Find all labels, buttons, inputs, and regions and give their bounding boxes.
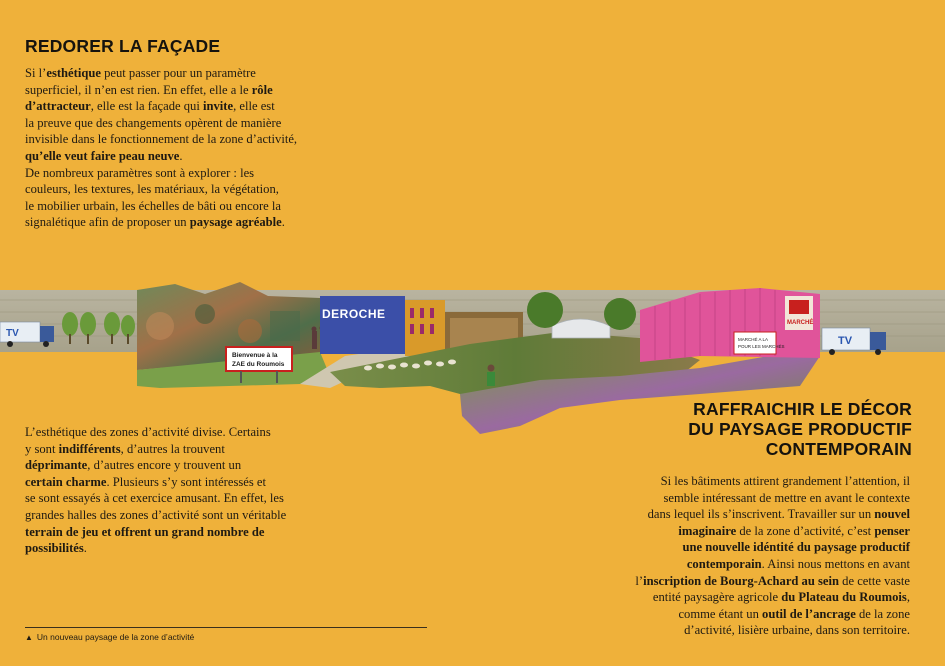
truck-left-logo: TV	[6, 328, 19, 339]
emphasis-text: contemporain	[686, 556, 762, 571]
emphasis-text: imaginaire	[678, 523, 737, 538]
text-line: l’inscription de Bourg-Achard au sein de…	[635, 573, 910, 588]
text-line: contemporain. Ainsi nous mettons en avan…	[686, 556, 910, 571]
text-line: déprimante, d’autres encore y trouvent u…	[25, 458, 242, 473]
pink-market-building: MARCHÉ MARCHÉ A LA POUR LES MARCHÉS	[640, 288, 820, 362]
emphasis-text: déprimante	[25, 458, 88, 473]
sheep-herd	[364, 359, 456, 371]
text-line: terrain de jeu et offrent un grand nombr…	[25, 524, 325, 541]
welcome-sign: Bienvenue à la ZAE du Roumois	[225, 346, 293, 383]
text-line: dans lequel ils s’inscrivent. Travailler…	[647, 507, 910, 522]
truck-left-image: TV	[0, 321, 54, 347]
text-line: certain charme. Plusieurs s’y sont intér…	[25, 474, 266, 489]
text-line: comme étant un outil de l’ancrage de la …	[678, 606, 910, 621]
emphasis-text: paysage agréable	[189, 215, 282, 230]
figure-caption: ▲Un nouveau paysage de la zone d’activit…	[25, 632, 194, 642]
text-line: grandes halles des zones d’activité sont…	[25, 507, 287, 522]
text-line: la preuve que des changements opèrent de…	[25, 115, 282, 130]
emphasis-text: terrain de jeu et offrent un grand nombr…	[25, 524, 265, 539]
trees-left	[62, 312, 135, 344]
text-line: Si les bâtiments attirent grandement l’a…	[660, 474, 910, 488]
text-line: invisible dans le fonctionnement de la z…	[25, 132, 298, 147]
text-line: entité paysagère agricole du Plateau du …	[652, 590, 910, 605]
text-line: superficiel, il n’en est rien. En effet,…	[25, 82, 273, 97]
emphasis-text: certain charme	[25, 474, 107, 489]
text-line: signalétique afin de proposer un paysage…	[25, 215, 285, 230]
emphasis-text: inscription de Bourg-Achard au sein	[643, 573, 840, 588]
text-line: d’attracteur, elle est la façade qui inv…	[25, 99, 275, 114]
market-label: MARCHÉ	[787, 318, 813, 326]
vegetable-garden	[330, 332, 700, 418]
mural-details	[146, 304, 300, 343]
paragraph-raffraichir-decor: Si les bâtiments attirent grandement l’a…	[580, 473, 910, 639]
section-title-redorer-facade: REDORER LA FAÇADE	[25, 36, 221, 56]
text-line: L’esthétique des zones d’activité divise…	[25, 425, 271, 439]
emphasis-text: une nouvelle idéntité du paysage product…	[682, 540, 910, 555]
truck-right-logo: TV	[838, 335, 853, 347]
flower-strip	[460, 354, 820, 434]
emphasis-text: possibilités	[25, 541, 84, 556]
emphasis-text: penser	[874, 523, 910, 538]
welcome-sign-line1: Bienvenue à la	[232, 352, 278, 359]
text-line: imaginaire de la zone d’activité, c’est …	[678, 523, 910, 538]
emphasis-text: nouvel	[874, 507, 910, 522]
text-line: qu’elle veut faire peau neuve.	[25, 148, 183, 163]
deroche-store-name: DEROCHE	[322, 307, 386, 321]
title-line: RAFFRAICHIR LE DÉCOR	[693, 399, 912, 419]
truck-right-image: TV	[821, 327, 886, 355]
text-line: le mobilier urbain, les échelles de bâti…	[25, 198, 281, 213]
text-line: Si l’esthétique peut passer pour un para…	[25, 66, 256, 80]
caption-divider	[25, 627, 427, 628]
paragraph-esthetique-zones: L’esthétique des zones d’activité divise…	[25, 424, 325, 557]
text-line: possibilités.	[25, 541, 87, 556]
emphasis-text: qu’elle veut faire peau neuve	[25, 148, 180, 163]
title-line: DU PAYSAGE PRODUCTIF	[688, 419, 912, 439]
welcome-sign-line2: ZAE du Roumois	[232, 361, 285, 368]
greenhouse	[551, 318, 611, 339]
emphasis-text: d’attracteur	[25, 99, 91, 114]
trees-middle	[527, 292, 636, 330]
text-line: d’activité, lisière urbaine, dans son te…	[684, 623, 910, 638]
market-sign-line1: MARCHÉ A LA	[738, 336, 768, 342]
emphasis-text: indifférents	[58, 441, 121, 456]
emphasis-text: esthétique	[46, 66, 101, 80]
emphasis-text: invite	[203, 99, 234, 114]
text-line: De nombreux paramètres sont à explorer :…	[25, 165, 255, 180]
text-line: une nouvelle idéntité du paysage product…	[580, 539, 910, 556]
emphasis-text: rôle	[251, 82, 273, 97]
text-line: y sont indifférents, d’autres la trouven…	[25, 441, 225, 456]
emphasis-text: outil de l’ancrage	[762, 606, 856, 621]
market-sign-line2: POUR LES MARCHÉS	[738, 343, 785, 349]
paragraph-redorer-facade: Si l’esthétique peut passer pour un para…	[25, 65, 345, 231]
triangle-up-icon: ▲	[25, 633, 33, 642]
text-line: couleurs, les textures, les matériaux, l…	[25, 182, 279, 197]
title-line: CONTEMPORAIN	[765, 439, 912, 459]
emphasis-text: du Plateau du Roumois	[781, 590, 907, 605]
text-line: se sont essayés à cet exercice amusant. …	[25, 491, 284, 506]
text-line: semble intéressant de mettre en avant le…	[663, 490, 910, 505]
landscape-collage-image: TV Bienvenue à la ZAE du Roumois	[0, 282, 945, 434]
figure-caption-text: Un nouveau paysage de la zone d’activité	[36, 632, 195, 642]
